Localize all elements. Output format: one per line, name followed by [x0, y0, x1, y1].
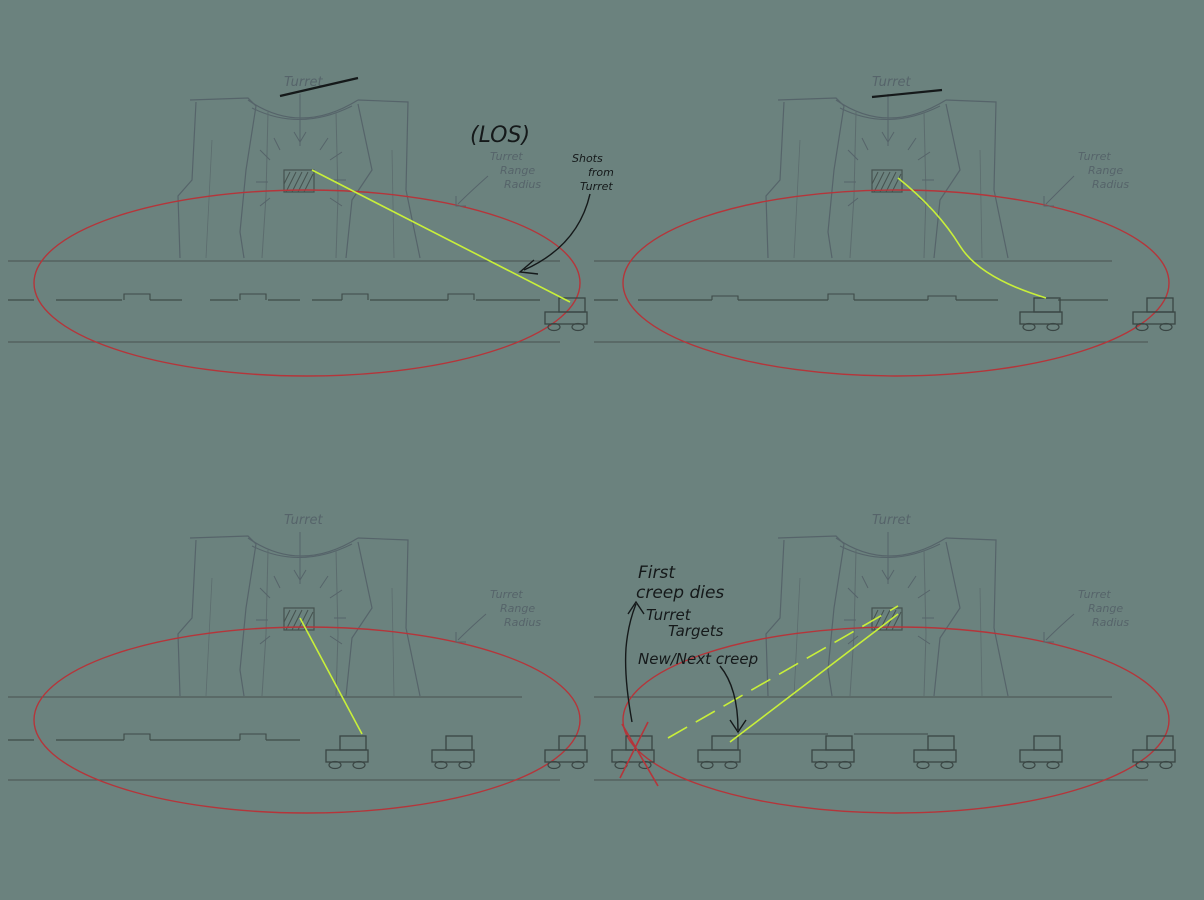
creep	[913, 735, 957, 770]
retarget-arrow	[719, 665, 739, 731]
turret-structure	[765, 531, 1009, 697]
turret-underline	[871, 88, 943, 99]
turret-shot-line	[897, 177, 1047, 299]
range-label: Turret Range Radius	[1078, 150, 1129, 191]
turret-shot-line	[729, 613, 899, 743]
road-markers	[711, 293, 957, 300]
creep	[325, 735, 369, 770]
range-label-arrow	[1045, 613, 1075, 641]
creep	[1019, 297, 1063, 332]
panel-2: Turret Turret Range Radius	[594, 75, 1176, 377]
panel-3: Turret Turret Range Radius	[8, 513, 588, 814]
creep	[1019, 735, 1063, 770]
creep	[811, 735, 855, 770]
turret-structure	[765, 93, 1009, 259]
creep	[697, 735, 741, 770]
range-label: Turret Range Radius	[1078, 588, 1129, 629]
turret-shot-line	[299, 617, 363, 735]
turret-label: Turret	[284, 513, 324, 528]
creep	[1132, 735, 1176, 770]
shots-note: Shots from Turret	[572, 152, 617, 193]
retarget-note: Turret Targets New/Next creep	[638, 606, 758, 668]
turret-range-circle	[622, 626, 1170, 814]
turret-range-circle	[33, 189, 581, 377]
shots-note-arrow	[523, 193, 591, 271]
turret-label: Turret	[284, 75, 324, 90]
creep	[431, 735, 475, 770]
turret-structure	[177, 531, 421, 697]
turret-shot-line	[311, 169, 571, 303]
turret-range-circle	[622, 189, 1170, 377]
los-note: (LOS)	[470, 123, 530, 148]
range-label-arrow	[457, 175, 489, 205]
road-markers	[123, 733, 267, 740]
range-label: Turret Range Radius	[490, 588, 541, 629]
turret-range-circle	[33, 626, 581, 814]
panel-4: Turret Turret Range Radius First creep d…	[594, 513, 1176, 814]
panel-1: Turret Turret Range Radius (LOS) Shots f…	[8, 75, 617, 377]
range-label-arrow	[457, 613, 487, 641]
turret-underline	[279, 76, 359, 98]
turret-label: Turret	[872, 513, 912, 528]
range-label-arrow	[1045, 175, 1075, 205]
previous-target-shot	[667, 605, 899, 739]
turret-label: Turret	[872, 75, 912, 90]
creep	[544, 735, 588, 770]
first-creep-note: First creep dies	[636, 563, 724, 603]
road-markers	[123, 293, 475, 300]
turret-structure	[177, 93, 421, 259]
range-label: Turret Range Radius	[490, 150, 541, 191]
first-creep-arrow	[624, 603, 637, 723]
creep-death-mark	[619, 721, 659, 787]
creep	[544, 297, 588, 332]
